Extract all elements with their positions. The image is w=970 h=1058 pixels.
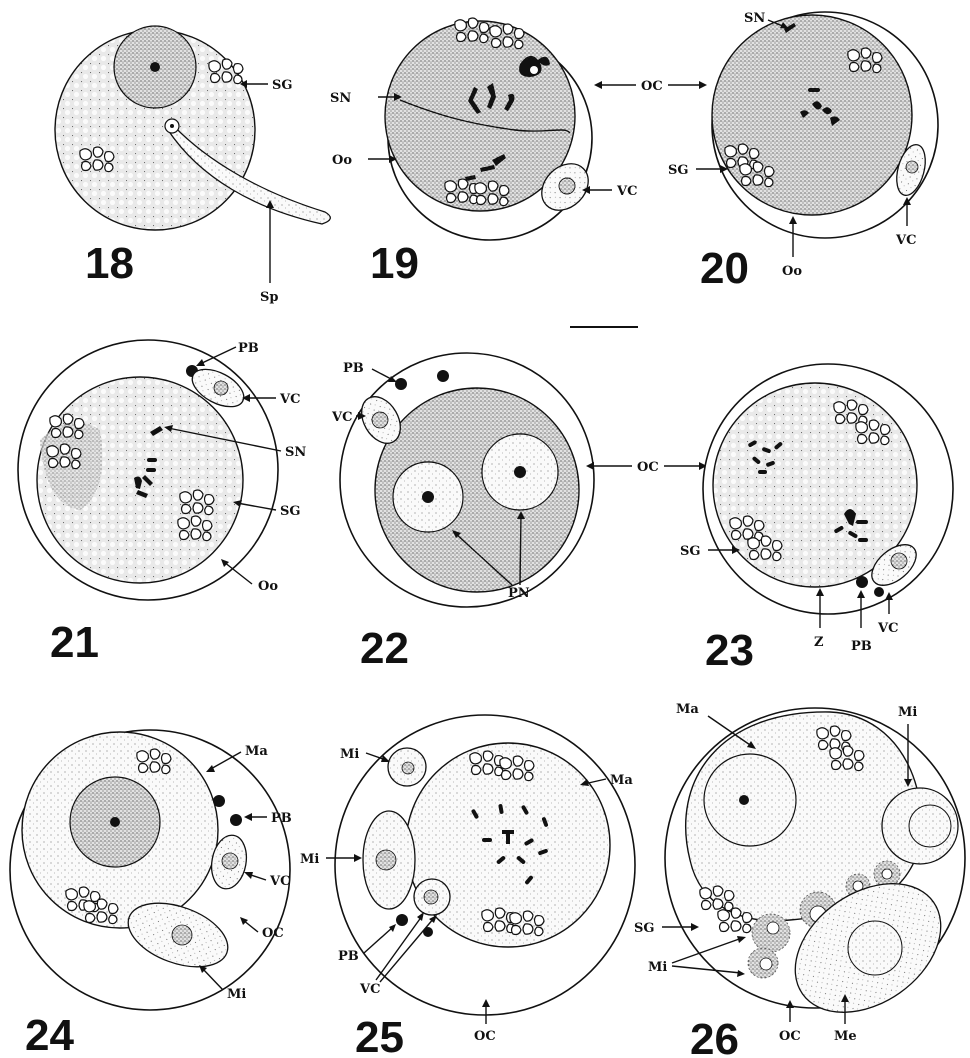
label-Mi: Mi	[898, 705, 917, 720]
label-Oo: Oo	[332, 153, 352, 168]
label-PB: PB	[851, 639, 872, 654]
label-Mi: Mi	[227, 987, 246, 1002]
label-Me: Me	[834, 1029, 857, 1044]
label-VC: VC	[331, 410, 352, 425]
label-Z: Z	[814, 635, 824, 650]
label-VC: VC	[269, 874, 290, 889]
polar-body	[856, 576, 868, 588]
label-Mi: Mi	[648, 960, 667, 975]
label-PB: PB	[271, 811, 292, 826]
label-VC: VC	[279, 392, 300, 407]
label-Sp: Sp	[260, 290, 278, 305]
label-SG: SG	[634, 921, 655, 936]
label-OC: OC	[637, 460, 659, 475]
polar-body	[874, 587, 884, 597]
polar-body	[396, 914, 408, 926]
label-SG: SG	[272, 78, 293, 93]
nucleus	[704, 754, 796, 846]
figure-23: SG Z PB VC 23	[680, 364, 953, 675]
storage-granules	[490, 24, 524, 49]
figure-22: PB VC OC PN 22	[331, 353, 707, 673]
label-SN: SN	[744, 11, 765, 26]
figure-25: Mi Mi Ma PB VC OC 25	[300, 715, 635, 1058]
label-OC: OC	[641, 79, 663, 94]
figure-19: SN Oo VC OC 19	[330, 18, 707, 288]
polar-body	[395, 378, 407, 390]
label-PB: PB	[238, 341, 259, 356]
label-Ma: Ma	[676, 702, 699, 717]
figure-number-22: 22	[360, 624, 409, 673]
figure-number-18: 18	[85, 239, 134, 288]
polar-body	[437, 370, 449, 382]
figure-number-20: 20	[700, 244, 749, 293]
label-Ma: Ma	[610, 773, 633, 788]
figure-20: SN SG VC Oo 20	[668, 11, 938, 293]
label-VC: VC	[616, 184, 637, 199]
oocyte-20	[712, 15, 912, 215]
label-PN: PN	[508, 586, 530, 601]
figure-number-24: 24	[25, 1011, 74, 1058]
figure-number-25: 25	[355, 1013, 404, 1058]
label-Ma: Ma	[245, 744, 268, 759]
label-SG: SG	[668, 163, 689, 178]
label-SG: SG	[680, 544, 701, 559]
figure-18: SG Sp 18	[55, 26, 330, 305]
nucleolus	[110, 817, 120, 827]
label-OC: OC	[779, 1029, 801, 1044]
label-SG: SG	[280, 504, 301, 519]
label-Mi: Mi	[340, 747, 359, 762]
figure-number-23: 23	[705, 626, 754, 675]
figure-21: PB VC SN SG Oo 21	[18, 340, 306, 667]
label-SN: SN	[330, 91, 351, 106]
label-Oo: Oo	[258, 579, 278, 594]
figure-26: Ma Mi SG Mi OC Me 26	[634, 702, 965, 1058]
figure-number-19: 19	[370, 239, 419, 288]
label-VC: VC	[877, 621, 898, 636]
label-PB: PB	[343, 361, 364, 376]
nucleolus	[739, 795, 749, 805]
label-SN: SN	[285, 445, 306, 460]
figure-24: Ma PB VC OC Mi 24	[10, 730, 292, 1058]
label-OC: OC	[262, 926, 284, 941]
label-Mi: Mi	[300, 852, 319, 867]
nucleolus	[150, 62, 160, 72]
figure-number-21: 21	[50, 618, 99, 667]
label-PB: PB	[338, 949, 359, 964]
figure-number-26: 26	[690, 1015, 739, 1058]
label-VC: VC	[359, 982, 380, 997]
label-Oo: Oo	[782, 264, 802, 279]
polar-body	[230, 814, 242, 826]
polar-body	[213, 795, 225, 807]
storage-granules	[209, 59, 243, 84]
label-OC: OC	[474, 1029, 496, 1044]
label-VC: VC	[895, 233, 916, 248]
